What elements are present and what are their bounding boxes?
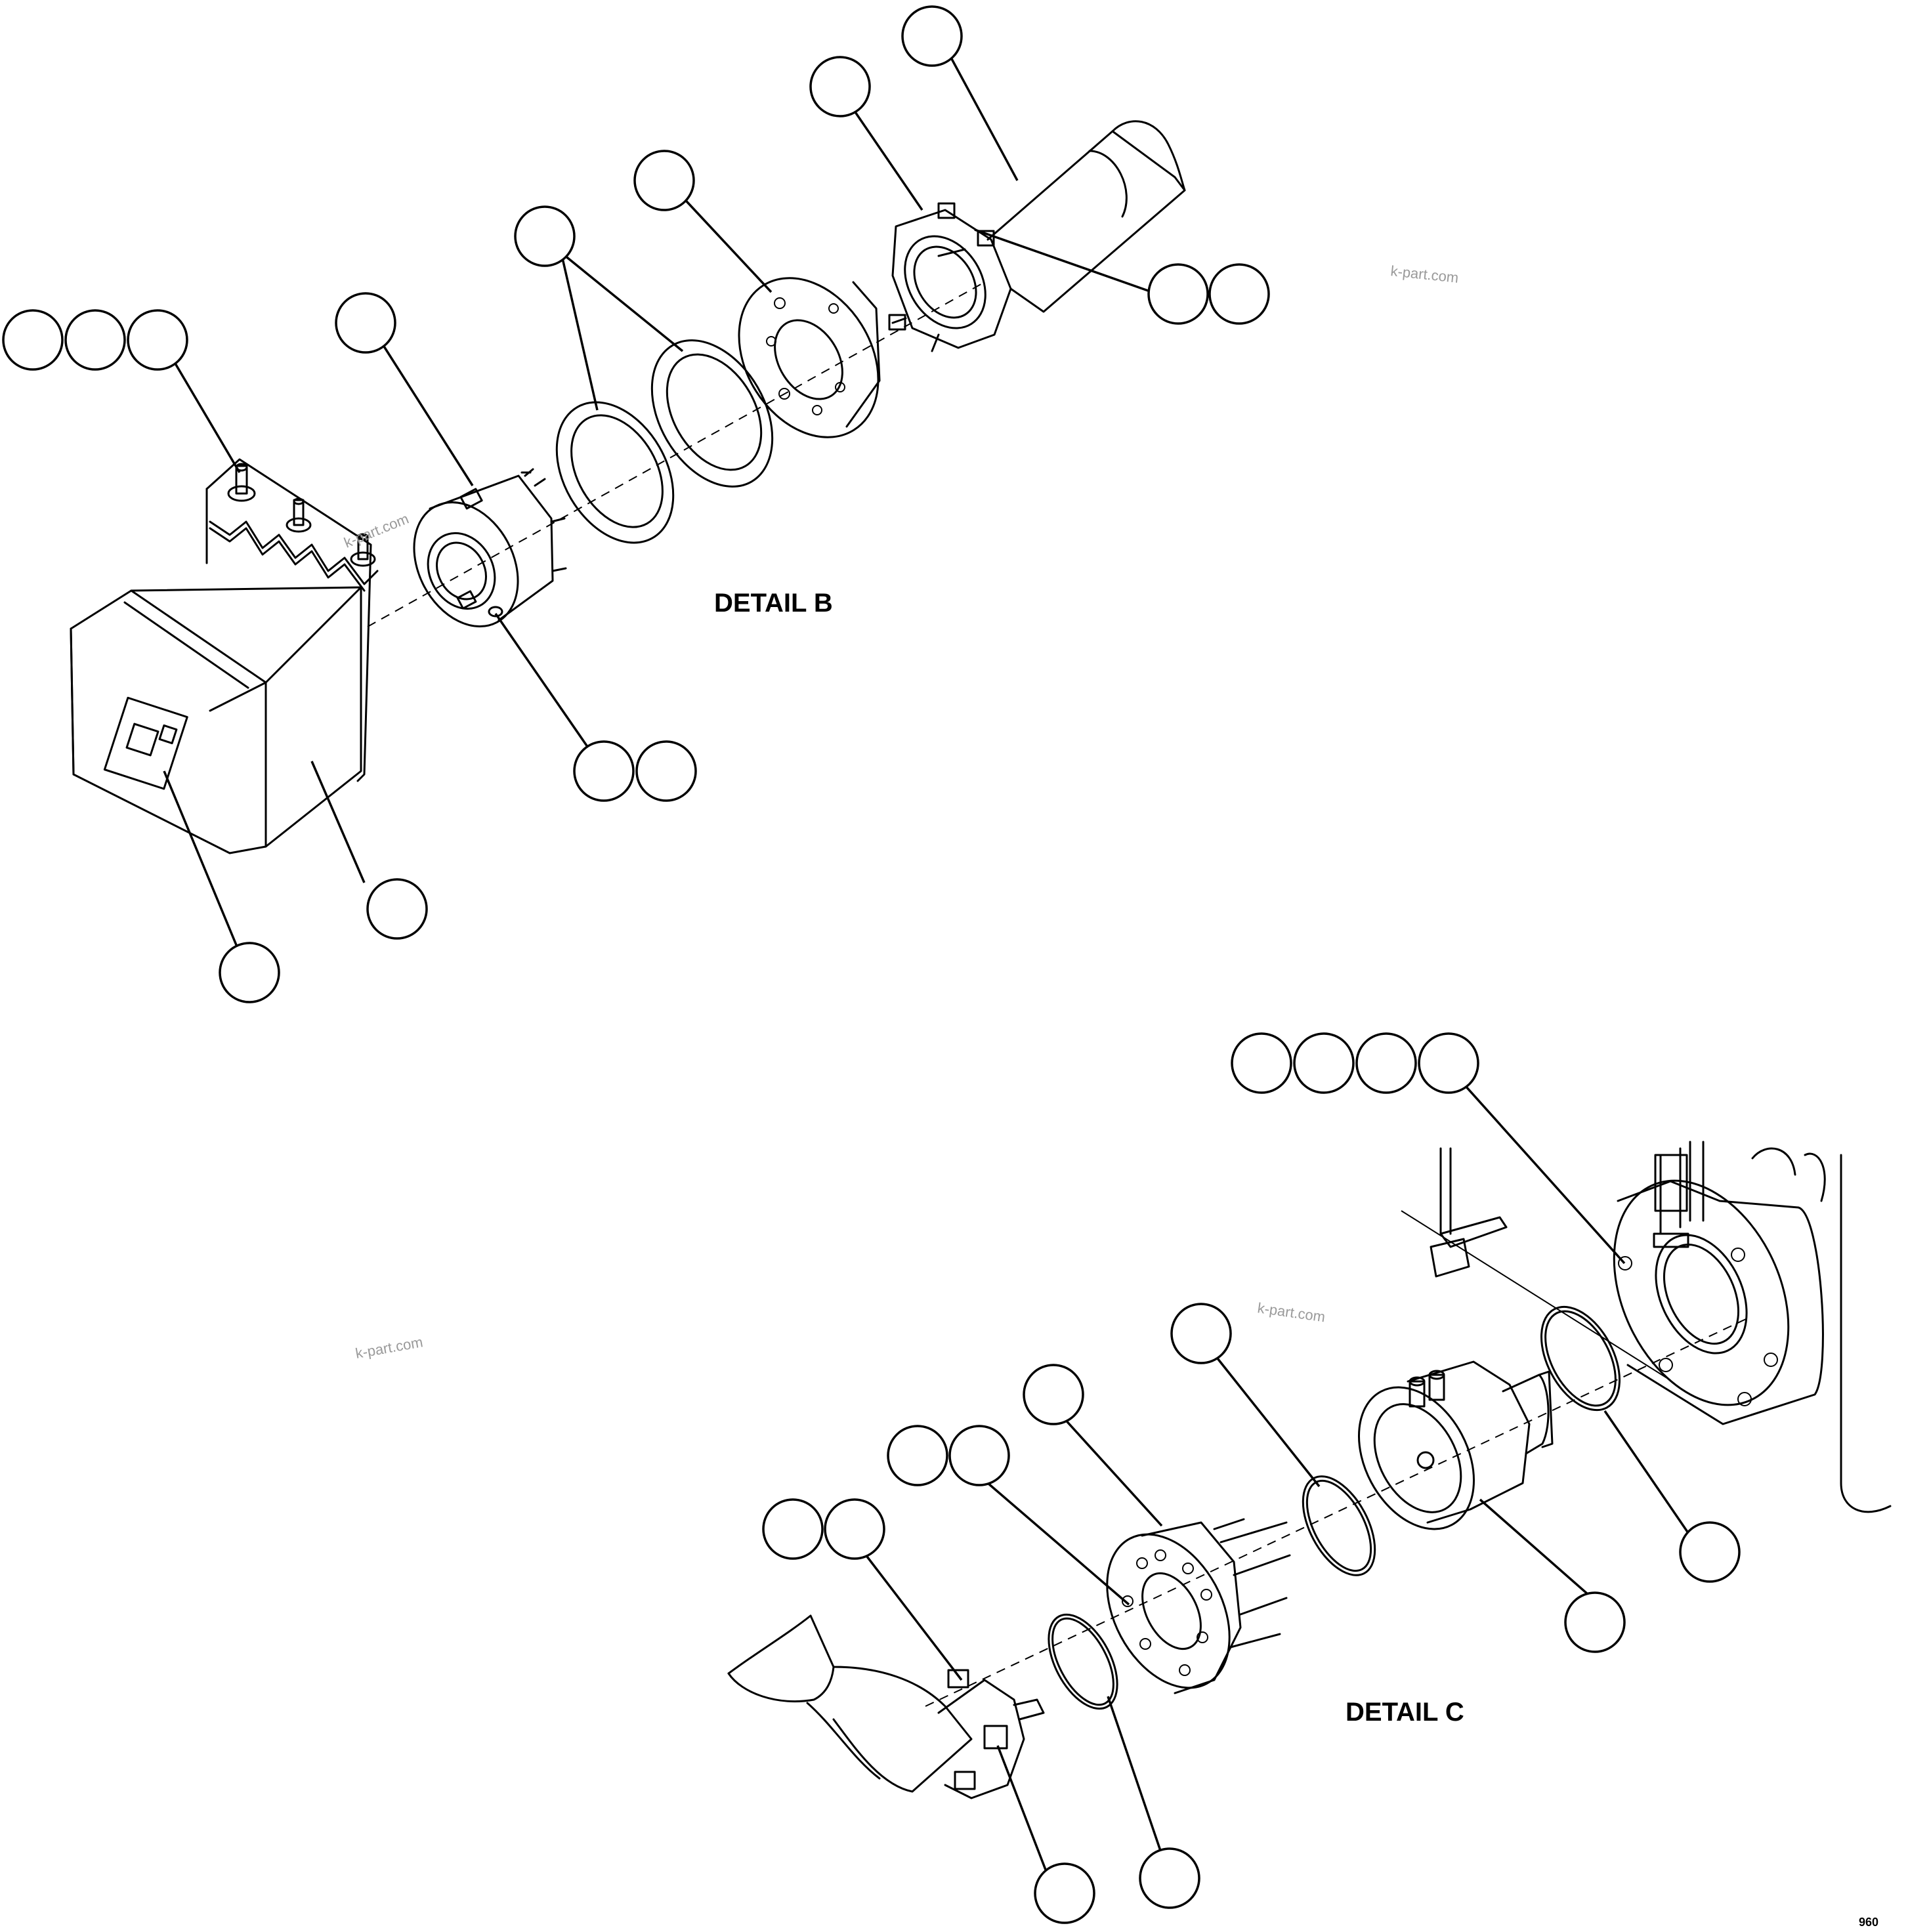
watermark: k-part.com: [354, 1334, 425, 1362]
callout-balloon: [366, 878, 428, 940]
callout-balloon: [887, 1425, 948, 1486]
callout-balloon: [1139, 1847, 1200, 1909]
detail-c-drawing: [727, 1141, 1892, 1799]
o-ring-middle: [1302, 1475, 1376, 1576]
leader-lines: [163, 40, 1703, 1887]
o-ring-large: [1540, 1305, 1621, 1412]
hydraulic-fittings: [1430, 1141, 1705, 1278]
bracket-bolts: [227, 463, 376, 567]
callout-balloon: [1231, 1032, 1292, 1094]
callout-balloon: [514, 205, 576, 267]
callout-balloon: [633, 150, 695, 211]
watermark: k-part.com: [1389, 262, 1459, 286]
adapter-plate: [738, 277, 881, 438]
callout-balloon: [762, 1498, 824, 1560]
callout-balloon: [1147, 263, 1209, 325]
sheet-number: 960: [1859, 1916, 1878, 1929]
callout-balloon: [1023, 1364, 1084, 1425]
callout-balloon: [1170, 1303, 1232, 1364]
housing: [1613, 1147, 1892, 1513]
detail-b-drawing: [70, 120, 1186, 854]
callout-balloon: [573, 740, 635, 802]
callout-balloon: [809, 56, 871, 117]
mounting-bracket: [205, 458, 379, 782]
junction-box: [70, 586, 362, 854]
watermark: k-part.com: [1256, 1299, 1326, 1325]
callout-balloon: [1355, 1032, 1417, 1094]
gasket-ring-2: [650, 339, 774, 488]
elbow-pipe: [727, 1614, 1045, 1799]
o-ring-small: [1048, 1613, 1118, 1710]
callout-balloon: [1293, 1032, 1355, 1094]
callout-balloon: [335, 292, 396, 354]
detail-c-label: DETAIL C: [1346, 1698, 1464, 1727]
detail-b-label: DETAIL B: [714, 589, 833, 618]
callout-balloon: [127, 309, 188, 371]
callout-balloon: [219, 942, 280, 1003]
callout-balloons: [2, 5, 1741, 1924]
callout-balloon: [1208, 263, 1270, 325]
reference-line: [1401, 1210, 1668, 1379]
callout-balloon: [2, 309, 64, 371]
swivel-body: [1357, 1360, 1554, 1530]
callout-balloon: [948, 1425, 1010, 1486]
callout-balloon: [1564, 1591, 1626, 1653]
pipe: [986, 120, 1186, 313]
flange-clamp: [888, 202, 1012, 352]
callout-balloon: [1034, 1862, 1095, 1924]
callout-balloon: [901, 5, 963, 67]
callout-balloon: [1418, 1032, 1479, 1094]
drilled-adapter-plate: [1106, 1518, 1291, 1694]
callout-balloon: [635, 740, 697, 802]
callout-balloon: [1679, 1521, 1741, 1583]
callout-balloon: [824, 1498, 885, 1560]
watermark: k-part.com: [342, 511, 412, 551]
gasket-ring-1: [555, 401, 675, 544]
rotary-joint: [413, 468, 567, 628]
callout-balloon: [64, 309, 126, 371]
